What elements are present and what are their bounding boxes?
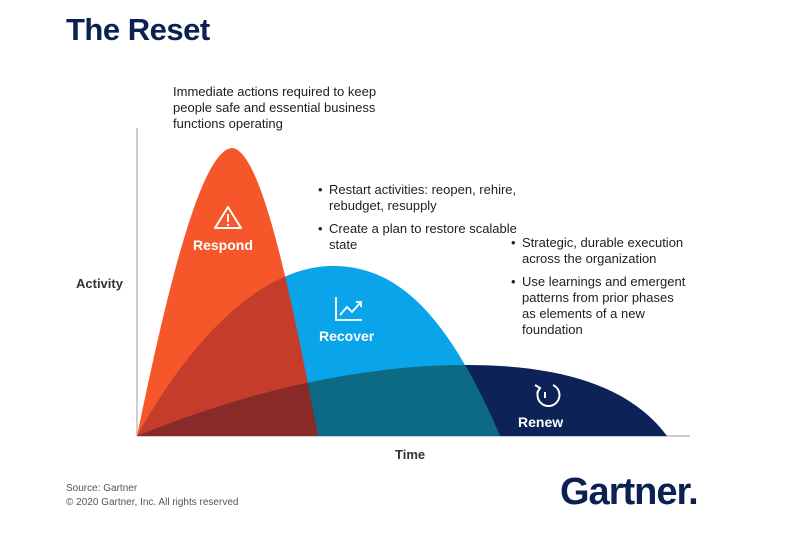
source-note: Source: Gartner © 2020 Gartner, Inc. All… <box>66 482 238 510</box>
renew-label: Renew <box>518 414 564 430</box>
renew-bullet: Use learnings and emergent patterns from… <box>511 274 686 338</box>
recover-label: Recover <box>319 328 375 344</box>
refresh-cycle-icon <box>534 384 561 408</box>
source-line: Source: Gartner <box>66 483 138 494</box>
respond-renew-overlap <box>137 364 318 436</box>
logo-text: Gartner <box>560 471 689 513</box>
recover-bullets: Restart activities: reopen, rehire, rebu… <box>318 182 518 260</box>
warning-triangle-icon <box>214 206 242 229</box>
copyright-line: © 2020 Gartner, Inc. All rights reserved <box>66 497 239 508</box>
page-title: The Reset <box>66 12 210 47</box>
logo-dot: . <box>688 471 699 513</box>
recover-bullet: Restart activities: reopen, rehire, rebu… <box>318 182 518 214</box>
respond-label: Respond <box>193 237 253 253</box>
gartner-logo: Gartner. <box>560 471 699 514</box>
renew-bullet: Strategic, durable execution across the … <box>511 235 686 267</box>
y-axis-label: Activity <box>76 276 123 291</box>
trending-up-chart-icon <box>335 297 362 321</box>
x-axis-label: Time <box>395 447 426 462</box>
respond-recover-overlap <box>137 265 318 436</box>
renew-bullets: Strategic, durable execution across the … <box>511 235 686 345</box>
respond-note: Immediate actions required to keep peopl… <box>173 84 377 131</box>
recover-bullet: Create a plan to restore scalable state <box>318 221 518 253</box>
